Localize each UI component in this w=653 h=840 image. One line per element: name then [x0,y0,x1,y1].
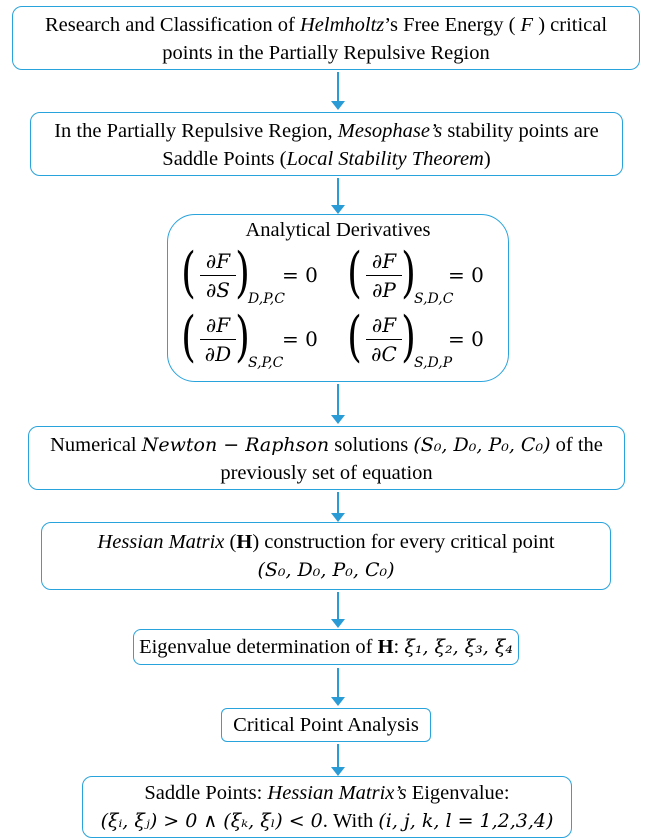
step-saddle-line1: In the Partially Repulsive Region, Mesop… [31,117,622,145]
symbol-f: F [520,14,534,36]
step-derivatives-box: Analytical Derivatives ( ∂F∂S ) D,P,C = … [167,214,509,382]
denominator: ∂S [205,278,231,303]
text: ) critical [533,14,608,36]
step-saddle-criteria-box: Saddle Points: Hessian Matrix’s Eigenval… [82,776,572,838]
arrow-2 [331,178,345,214]
text: Saddle Points ( [162,148,287,170]
step-newton-line1: Numerical Newton − Raphson solutions (S₀… [29,431,624,459]
derivative-s: ( ∂F∂S ) D,P,C = 0 [181,245,332,308]
equals-zero: = 0 [282,263,318,287]
eigenvalues-list: ξ₁, ξ₂, ξ₃, ξ₄ [404,636,513,658]
text: ( [224,531,237,553]
numerator: ∂F [371,313,397,337]
text: : [393,636,405,658]
arrow-1 [331,72,345,110]
mesophase-italic: Mesophase’s [337,120,443,142]
eigenvalue-condition: (ξᵢ, ξⱼ) > 0 ∧ (ξₖ, ξₗ) < 0 [100,810,323,832]
arrow-6 [331,668,345,706]
equals-zero: = 0 [448,263,484,287]
subscript: S,P,C [248,355,284,371]
step-eigenvalue-text: Eigenvalue determination of H: ξ₁, ξ₂, ξ… [134,633,518,661]
step-research-box: Research and Classification of Helmholtz… [12,6,640,70]
arrow-3 [331,384,345,424]
text: Eigenvalue: [406,782,510,804]
text: stability points are [442,120,599,142]
text: Numerical [50,434,142,456]
denominator: ∂D [204,342,232,367]
subscript: D,P,C [248,291,285,307]
step-saddle-line2: Saddle Points (Local Stability Theorem) [31,145,622,173]
matrix-h-bold: H [236,531,253,553]
text: solutions [329,434,414,456]
derivative-c: ( ∂F∂C ) S,D,P = 0 [347,309,498,372]
step-hessian-line1: Hessian Matrix (H) construction for ever… [42,528,610,556]
solution-tuple: (S₀, D₀, P₀, C₀) [413,434,551,456]
derivatives-title: Analytical Derivatives [245,219,431,241]
numerator: ∂F [205,249,231,273]
step-critical-box: Critical Point Analysis [221,708,431,742]
text: In the Partially Repulsive Region, [54,120,338,142]
arrow-4 [331,492,345,522]
arrow-5 [331,592,345,628]
text: Eigenvalue determination of [139,636,378,658]
step-criteria-line2: (ξᵢ, ξⱼ) > 0 ∧ (ξₖ, ξₗ) < 0. With (i, j,… [83,807,571,835]
subscript: S,D,C [414,291,454,307]
matrix-h-bold: H [377,636,394,658]
text: ’s Free Energy ( [384,14,521,36]
equals-zero: = 0 [282,327,318,351]
denominator: ∂P [372,278,396,303]
index-set: (i, j, k, l = 1,2,3,4) [378,810,554,832]
step-research-line2: points in the Partially Repulsive Region [162,42,490,64]
step-hessian-line2: (S₀, D₀, P₀, C₀) [257,559,395,581]
subscript: S,D,P [414,355,453,371]
text: . With [322,810,379,832]
step-hessian-box: Hessian Matrix (H) construction for ever… [41,522,611,590]
denominator: ∂C [371,342,397,367]
text: ) construction for every critical point [252,531,555,553]
step-saddle-box: In the Partially Repulsive Region, Mesop… [30,112,623,176]
text: Saddle Points: [144,782,268,804]
step-critical-text: Critical Point Analysis [233,714,419,736]
theorem-italic: Local Stability Theorem [286,148,484,170]
step-research-line1: Research and Classification of Helmholtz… [13,11,639,39]
hessian-italic: Hessian Matrix’s [267,782,407,804]
text: Research and Classification of [44,14,300,36]
helmholtz-italic: Helmholtz [299,14,385,36]
newton-raphson-math: Newton − Raphson [141,434,330,456]
text: ) [483,148,491,170]
hessian-italic: Hessian Matrix [97,531,225,553]
step-criteria-line1: Saddle Points: Hessian Matrix’s Eigenval… [83,779,571,807]
text: of the [550,434,603,456]
equals-zero: = 0 [448,327,484,351]
step-newton-line2: previously set of equation [220,462,433,484]
numerator: ∂F [371,249,397,273]
step-eigenvalue-box: Eigenvalue determination of H: ξ₁, ξ₂, ξ… [133,629,519,665]
derivative-p: ( ∂F∂P ) S,D,C = 0 [347,245,498,308]
derivative-d: ( ∂F∂D ) S,P,C = 0 [181,309,332,372]
step-newton-box: Numerical Newton − Raphson solutions (S₀… [28,426,625,490]
numerator: ∂F [205,313,231,337]
arrow-7 [331,744,345,776]
